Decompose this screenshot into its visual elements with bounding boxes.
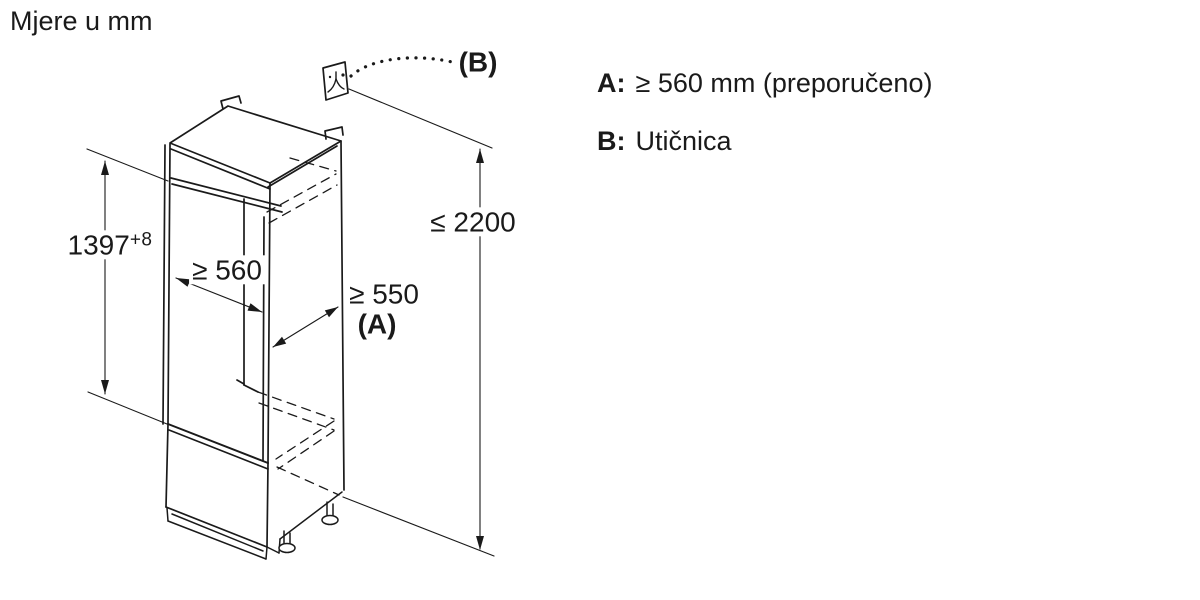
hidden-edges [257, 157, 340, 496]
power-socket-icon [322, 61, 349, 101]
legend-text-b: Utičnica [635, 126, 732, 156]
cabinet-top-face [169, 95, 344, 190]
niche-top-rail [170, 177, 283, 213]
socket-key-label: (B) [458, 46, 498, 78]
legend-key-b: B: [597, 126, 626, 156]
right-panel-bottom-edge [279, 491, 343, 540]
inner-height-label: 1397+8 [64, 229, 156, 261]
legend-item-a: A: ≥ 560 mm (preporučeno) [597, 68, 932, 99]
inner-height-tolerance: +8 [129, 229, 153, 251]
niche-depth-label: ≥ 550 [349, 278, 419, 310]
socket-callout-dotted-line [349, 56, 454, 78]
cabinet-vertical-edges [162, 140, 345, 491]
socket-leader-line [348, 88, 493, 149]
front-foot [278, 530, 296, 554]
back-right-tab [324, 126, 344, 140]
bottom-drawer-front [165, 423, 269, 548]
page-title: Mjere u mm [10, 6, 153, 36]
back-left-tab [220, 95, 242, 110]
plinth [166, 491, 343, 560]
legend: A: ≥ 560 mm (preporučeno) B: Utičnica [597, 68, 932, 184]
extension-lines [86, 88, 495, 557]
floor-line [342, 496, 495, 557]
depth-key-label: (A) [357, 308, 397, 340]
dimension-lines [104, 148, 481, 550]
ext-inner-height-top [86, 148, 169, 182]
legend-item-b: B: Utičnica [597, 126, 932, 157]
ext-inner-height-bottom [87, 391, 168, 425]
inner-height-value: 1397 [67, 229, 130, 261]
legend-key-a: A: [597, 68, 626, 98]
dimension-arrowheads [101, 149, 484, 550]
max-height-label: ≤ 2200 [427, 207, 519, 237]
niche-width-label: ≥ 560 [189, 255, 265, 285]
legend-text-a: ≥ 560 mm (preporučeno) [635, 68, 933, 98]
back-foot [321, 501, 339, 526]
